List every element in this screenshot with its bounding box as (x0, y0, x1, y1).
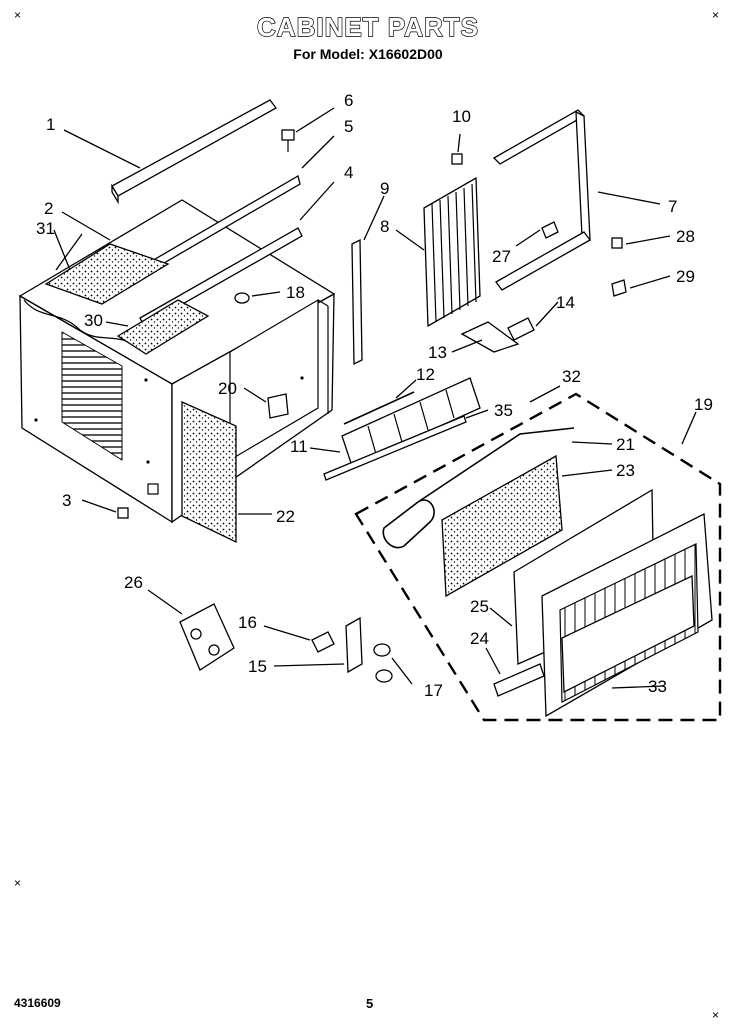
callout-27: 27 (492, 247, 511, 266)
callout-14: 14 (556, 293, 575, 312)
part-30-insulation (116, 299, 210, 355)
part-11-vent-door (341, 377, 481, 467)
corner-mark-bottom-left: × (14, 876, 22, 890)
callout-19: 19 (694, 395, 713, 414)
part-6-screw (281, 129, 295, 152)
callout-5: 5 (344, 117, 353, 136)
callout-4: 4 (344, 163, 353, 182)
callout-1: 1 (46, 115, 55, 134)
callout-3: 3 (62, 491, 71, 510)
part-17-knobs (373, 643, 393, 683)
model-subtitle: For Model: X16602D00 (293, 46, 443, 62)
callout-18: 18 (286, 283, 305, 302)
callout-29: 29 (676, 267, 695, 286)
callout-22: 22 (276, 507, 295, 526)
part-18-plug (234, 292, 250, 304)
callout-28: 28 (676, 227, 695, 246)
callout-9: 9 (380, 179, 389, 198)
callout-11: 11 (290, 437, 308, 456)
part-35-strip (323, 415, 467, 481)
part-20-clip (267, 393, 289, 419)
callout-24: 24 (470, 629, 489, 648)
part-31-insulation (44, 243, 170, 305)
part-14-bracket (507, 317, 535, 341)
callout-31: 31 (36, 219, 55, 238)
part-21-wire-handle (382, 427, 575, 549)
callout-17: 17 (424, 681, 443, 700)
part-27-fastener (541, 221, 559, 239)
part-1-top-rail (111, 99, 277, 205)
corner-mark-bottom-right: × (712, 1008, 720, 1022)
callout-labels: 1 2 3 4 5 6 7 8 9 10 11 12 13 14 15 16 1… (36, 91, 713, 700)
leader-lines (53, 107, 697, 689)
callout-35: 35 (494, 401, 513, 420)
part-15-plate (345, 616, 363, 674)
callout-16: 16 (238, 613, 257, 632)
part-33-front-panel (561, 574, 695, 694)
part-12-rod (343, 391, 415, 425)
part-7-frame (492, 109, 591, 291)
callout-26: 26 (124, 573, 143, 592)
part-28-screw (611, 237, 623, 249)
part-24-strip (493, 663, 545, 697)
part-26-fan-bracket (179, 603, 235, 671)
page-title: CABINET PARTS (256, 11, 479, 42)
part-8-coil (423, 176, 481, 328)
part-10-screw (451, 153, 463, 165)
callout-25: 25 (470, 597, 489, 616)
page-number: 5 (366, 996, 374, 1011)
callout-2: 2 (44, 199, 53, 218)
callout-7: 7 (668, 197, 677, 216)
document-number: 4316609 (14, 996, 61, 1010)
callout-15: 15 (248, 657, 267, 676)
callout-20: 20 (218, 379, 237, 398)
part-16-clip (311, 631, 335, 653)
callout-6: 6 (344, 91, 353, 110)
callout-30: 30 (84, 311, 103, 330)
corner-mark-top-left: × (14, 8, 22, 22)
callout-8: 8 (380, 217, 389, 236)
callout-21: 21 (616, 435, 635, 454)
part-23-filter (441, 454, 563, 598)
part-19-front-assembly-group (354, 392, 722, 722)
callout-12: 12 (416, 365, 435, 384)
callout-13: 13 (428, 343, 447, 362)
part-9-bracket (351, 238, 363, 366)
part-22-filter (181, 400, 237, 544)
callout-23: 23 (616, 461, 635, 480)
corner-mark-top-right: × (712, 8, 720, 22)
callout-32: 32 (562, 367, 581, 386)
part-29-clip (611, 279, 627, 297)
callout-33: 33 (648, 677, 667, 696)
part-3-screw (117, 507, 129, 519)
part-13-lever (460, 321, 520, 353)
callout-10: 10 (452, 107, 471, 126)
